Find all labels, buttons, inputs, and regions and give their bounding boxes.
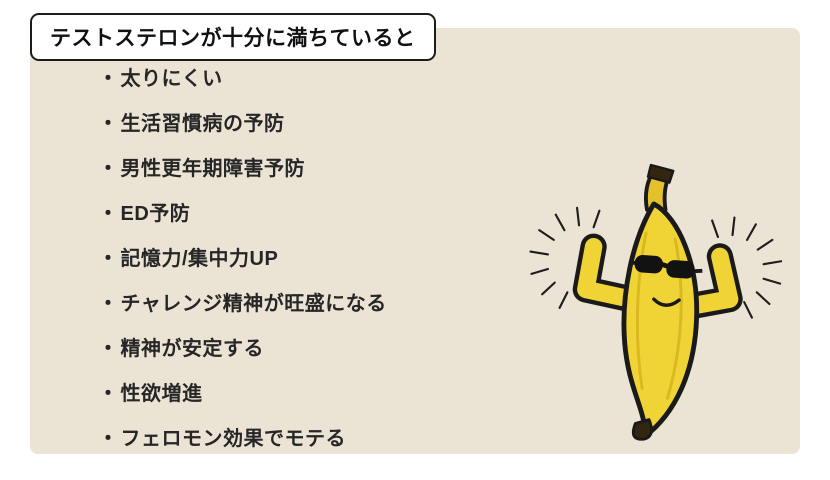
banana-ridges: [635, 231, 683, 400]
page-title: テストステロンが十分に満ちていると: [50, 27, 416, 50]
burst-lines-right: [711, 216, 783, 319]
list-item: ・ 生活習慣病の予防: [98, 99, 387, 144]
benefit-label: 性欲増進: [120, 383, 203, 405]
bullet-mark: ・: [98, 203, 119, 225]
bullet-mark: ・: [98, 428, 119, 450]
bullet-mark: ・: [98, 338, 119, 360]
benefit-label: チャレンジ精神が旺盛になる: [120, 293, 387, 315]
benefit-label: ED予防: [120, 203, 191, 225]
list-item: ・ 精神が安定する: [98, 324, 387, 369]
list-item: ・ 記憶力/集中力UP: [98, 234, 387, 279]
benefit-label: 記憶力/集中力UP: [120, 248, 279, 270]
list-item: ・ チャレンジ精神が旺盛になる: [98, 279, 387, 324]
left-arm: [572, 233, 644, 313]
sunglasses-icon: [628, 254, 703, 279]
bullet-mark: ・: [98, 158, 119, 180]
banana-tip: [631, 418, 653, 441]
benefit-label: 生活習慣病の予防: [120, 113, 285, 135]
list-item: ・ 太りにくい: [98, 54, 387, 99]
benefit-label: 男性更年期障害予防: [120, 158, 305, 180]
burst-lines-left: [529, 206, 601, 309]
bullet-mark: ・: [98, 248, 119, 270]
list-item: ・ ED予防: [98, 189, 387, 234]
benefit-label: 精神が安定する: [120, 338, 264, 360]
benefit-label: フェロモン効果でモテる: [120, 428, 346, 450]
title-box: テストステロンが十分に満ちていると: [30, 13, 436, 61]
right-arm: [673, 243, 743, 321]
bullet-mark: ・: [98, 68, 119, 90]
banana-stem: [643, 163, 675, 212]
banana-body: [621, 201, 700, 440]
bullet-mark: ・: [98, 383, 119, 405]
list-item: ・ フェロモン効果でモテる: [98, 414, 387, 459]
benefits-list: ・ 太りにくい ・ 生活習慣病の予防 ・ 男性更年期障害予防 ・ ED予防 ・ …: [98, 54, 387, 459]
bullet-mark: ・: [98, 293, 119, 315]
banana-character-illustration: [512, 143, 784, 465]
benefit-label: 太りにくい: [120, 68, 223, 90]
smile: [652, 297, 681, 307]
list-item: ・ 男性更年期障害予防: [98, 144, 387, 189]
bullet-mark: ・: [98, 113, 119, 135]
list-item: ・ 性欲増進: [98, 369, 387, 414]
